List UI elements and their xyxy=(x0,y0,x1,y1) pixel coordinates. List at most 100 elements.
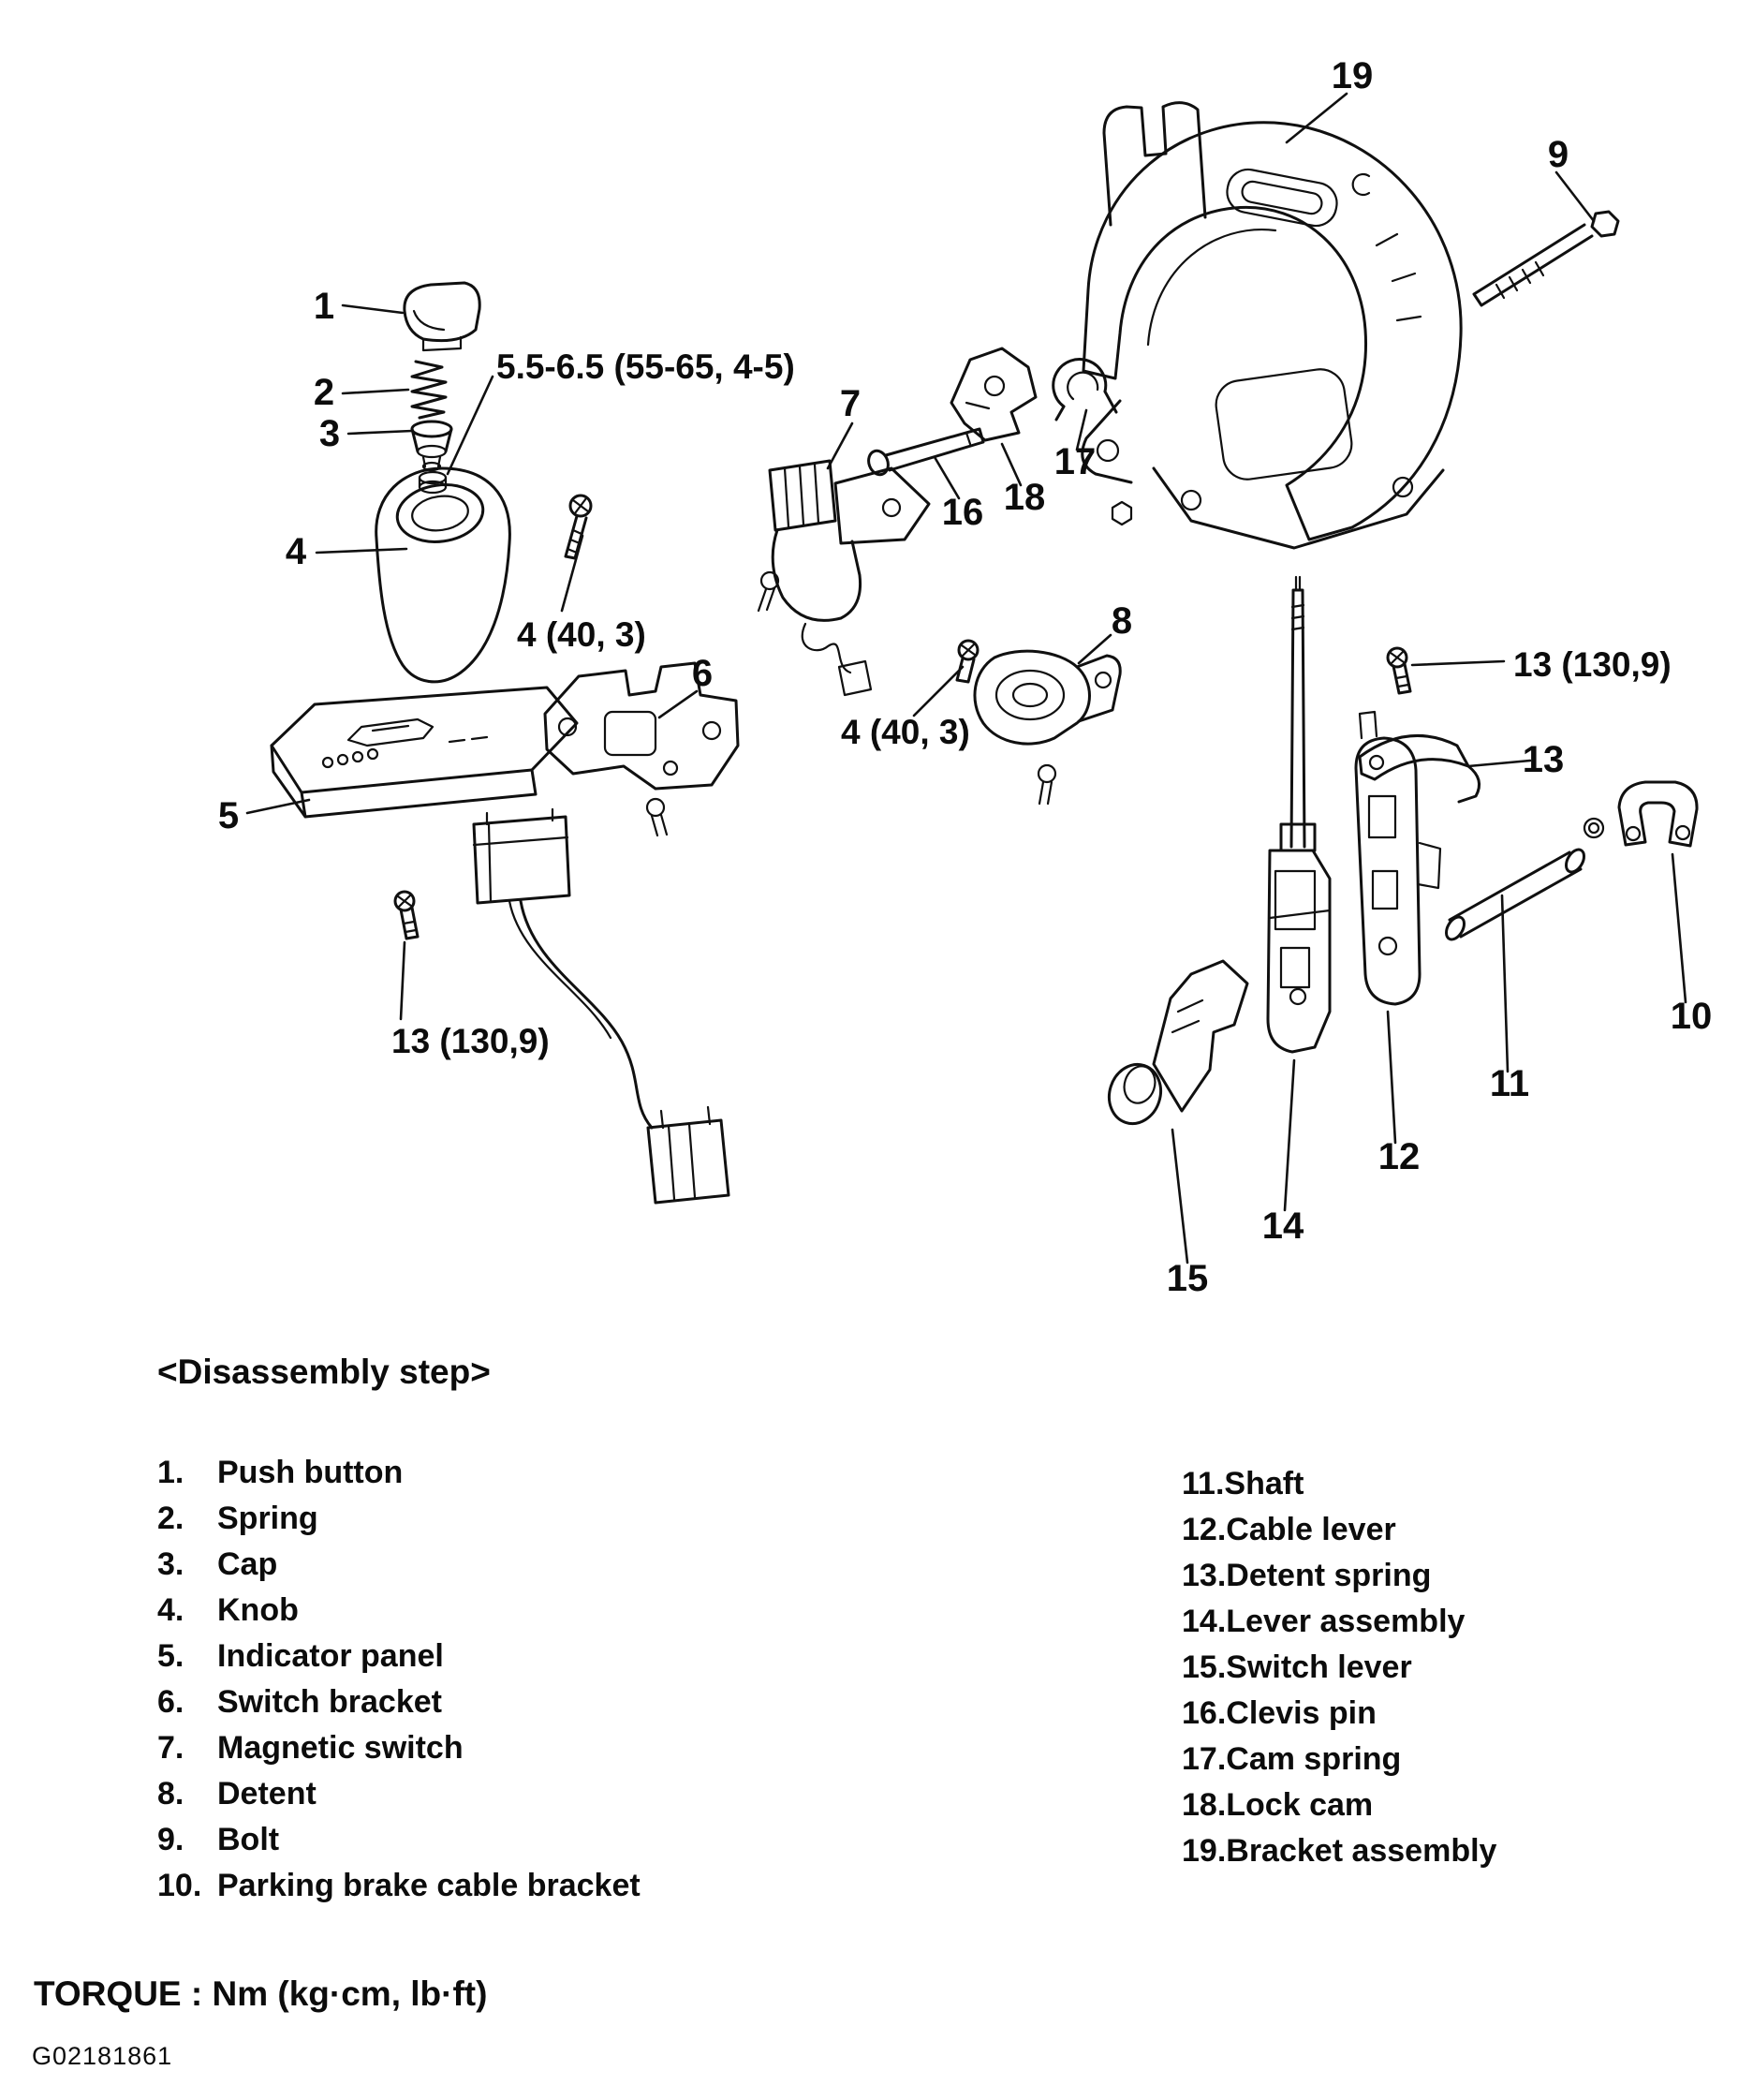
legend-item-number: 5. xyxy=(157,1638,184,1674)
parts-list-right: 11.Shaft 12.Cable lever 13.Detent spring… xyxy=(1182,1461,1496,1874)
legend-item-label: Magnetic switch xyxy=(217,1730,464,1766)
legend-item-number: 15. xyxy=(1182,1649,1227,1685)
torque-label-bracket-screw-left: 4 (40, 3) xyxy=(517,615,646,654)
legend-item: 4. Knob xyxy=(157,1588,641,1634)
screw-bracket-right-drawing xyxy=(955,639,980,684)
part-cap-drawing xyxy=(410,420,453,472)
part-switch-bracket-drawing xyxy=(543,661,740,837)
callout-14: 14 xyxy=(1262,1205,1304,1247)
part-knob-drawing xyxy=(375,466,511,684)
legend-item-number: 9. xyxy=(157,1822,184,1857)
callout-3: 3 xyxy=(319,413,340,454)
part-push-button-drawing xyxy=(403,281,481,352)
legend-item-label: Bracket assembly xyxy=(1226,1833,1497,1869)
screw-panel-drawing xyxy=(393,890,420,940)
legend-item-label: Clevis pin xyxy=(1226,1695,1377,1731)
callout-8: 8 xyxy=(1112,600,1132,642)
callout-17: 17 xyxy=(1054,441,1097,482)
legend-item-label: Lock cam xyxy=(1226,1787,1374,1823)
legend-item-label: Bolt xyxy=(217,1822,280,1857)
part-lever-assembly-drawing xyxy=(1266,575,1332,1054)
legend-item-number: 10. xyxy=(157,1868,202,1903)
part-spring-drawing xyxy=(410,360,448,420)
torque-label-detent-screw: 13 (130,9) xyxy=(1513,645,1672,684)
part-parking-brake-cable-bracket-drawing xyxy=(1617,780,1699,848)
callout-10: 10 xyxy=(1671,996,1713,1037)
disassembly-step-title: <Disassembly step> xyxy=(157,1353,491,1391)
legend-item-label: Cap xyxy=(217,1546,278,1582)
legend-item-number: 16. xyxy=(1182,1695,1227,1731)
legend-item-label: Cam spring xyxy=(1226,1741,1402,1777)
screw-detent-spring-drawing xyxy=(1386,646,1412,695)
legend-item: 14.Lever assembly xyxy=(1182,1599,1496,1645)
part-detent-drawing xyxy=(973,649,1122,806)
part-magnetic-switch-drawing xyxy=(757,459,931,697)
callout-numbers: 1 2 3 4 5 6 7 8 9 10 11 12 13 14 15 16 1… xyxy=(218,55,1712,1299)
torque-value-labels: 5.5-6.5 (55-65, 4-5) 4 (40, 3) 4 (40, 3)… xyxy=(391,348,1672,1060)
torque-label-spring-seat: 5.5-6.5 (55-65, 4-5) xyxy=(496,348,795,386)
figure-id: G02181861 xyxy=(32,2042,173,2070)
parts-list-left: 1.Push button 2.Spring 3.Cap 4.Knob 5.In… xyxy=(157,1450,641,1909)
legend-item-number: 1. xyxy=(157,1455,184,1490)
legend-item-label: Spring xyxy=(217,1501,318,1536)
callout-9: 9 xyxy=(1548,134,1569,175)
legend-item-label: Shaft xyxy=(1224,1466,1304,1501)
callout-2: 2 xyxy=(314,372,334,413)
legend-item: 7. Magnetic switch xyxy=(157,1725,641,1771)
legend-item-label: Detent xyxy=(217,1776,317,1812)
legend-item-number: 8. xyxy=(157,1776,184,1812)
legend-item-label: Cable lever xyxy=(1226,1512,1396,1547)
legend-item-label: Lever assembly xyxy=(1226,1604,1466,1639)
spring-seat-nut-drawing xyxy=(418,470,448,495)
torque-note: TORQUE : Nm (kg·cm, lb·ft) xyxy=(34,1974,488,2013)
legend-item-number: 14. xyxy=(1182,1604,1227,1639)
legend-item-number: 18. xyxy=(1182,1787,1227,1823)
torque-label-bracket-screw-right: 4 (40, 3) xyxy=(841,713,970,751)
part-indicator-panel-drawing xyxy=(270,686,730,1205)
legend-item-label: Push button xyxy=(217,1455,404,1490)
legend-item-label: Indicator panel xyxy=(217,1638,444,1674)
part-cable-lever-drawing xyxy=(1354,710,1442,1006)
callout-5: 5 xyxy=(218,795,239,836)
legend-item-number: 12. xyxy=(1182,1512,1227,1547)
torque-label-panel-screw: 13 (130,9) xyxy=(391,1022,550,1060)
legend-item-label: Knob xyxy=(217,1592,299,1628)
callout-12: 12 xyxy=(1378,1136,1421,1177)
part-cam-spring-drawing xyxy=(1052,358,1118,421)
callout-15: 15 xyxy=(1167,1258,1209,1299)
part-bracket-assembly-drawing xyxy=(1081,101,1463,550)
part-lock-cam-drawing xyxy=(950,347,1038,442)
callout-7: 7 xyxy=(840,383,861,424)
legend-item: 15.Switch lever xyxy=(1182,1645,1496,1691)
legend-item-number: 4. xyxy=(157,1592,184,1628)
callout-4: 4 xyxy=(286,531,307,572)
legend-item: 1. Push button xyxy=(157,1450,641,1496)
part-switch-lever-drawing xyxy=(1107,959,1249,1126)
legend-item-number: 7. xyxy=(157,1730,184,1766)
callout-6: 6 xyxy=(692,653,713,694)
callout-16: 16 xyxy=(942,492,984,533)
exploded-diagram: 1 2 3 4 5 6 7 8 9 10 11 12 13 14 15 16 1… xyxy=(218,55,1712,1299)
legend-item: 11.Shaft xyxy=(1182,1461,1496,1507)
legend-item-number: 19. xyxy=(1182,1833,1227,1869)
legend-item: 16.Clevis pin xyxy=(1182,1691,1496,1737)
legend-item-number: 6. xyxy=(157,1684,184,1720)
legend-item-number: 17. xyxy=(1182,1741,1227,1777)
legend-item-number: 11. xyxy=(1182,1466,1225,1501)
legend-item: 19.Bracket assembly xyxy=(1182,1828,1496,1874)
legend-item-label: Switch lever xyxy=(1226,1649,1412,1685)
legend-item: 9. Bolt xyxy=(157,1817,641,1863)
legend-item: 6. Switch bracket xyxy=(157,1679,641,1725)
callout-18: 18 xyxy=(1004,477,1046,518)
legend-item: 8. Detent xyxy=(157,1771,641,1817)
legend-item-label: Switch bracket xyxy=(217,1684,442,1720)
legend-item: 10. Parking brake cable bracket xyxy=(157,1863,641,1909)
part-clevis-pin-drawing xyxy=(867,427,985,477)
legend-item: 17.Cam spring xyxy=(1182,1737,1496,1782)
callout-13: 13 xyxy=(1523,739,1565,780)
legend-item: 5. Indicator panel xyxy=(157,1634,641,1679)
part-detent-spring-drawing xyxy=(1358,734,1481,804)
legend-item-label: Parking brake cable bracket xyxy=(217,1868,641,1903)
legend-item: 18.Lock cam xyxy=(1182,1782,1496,1828)
